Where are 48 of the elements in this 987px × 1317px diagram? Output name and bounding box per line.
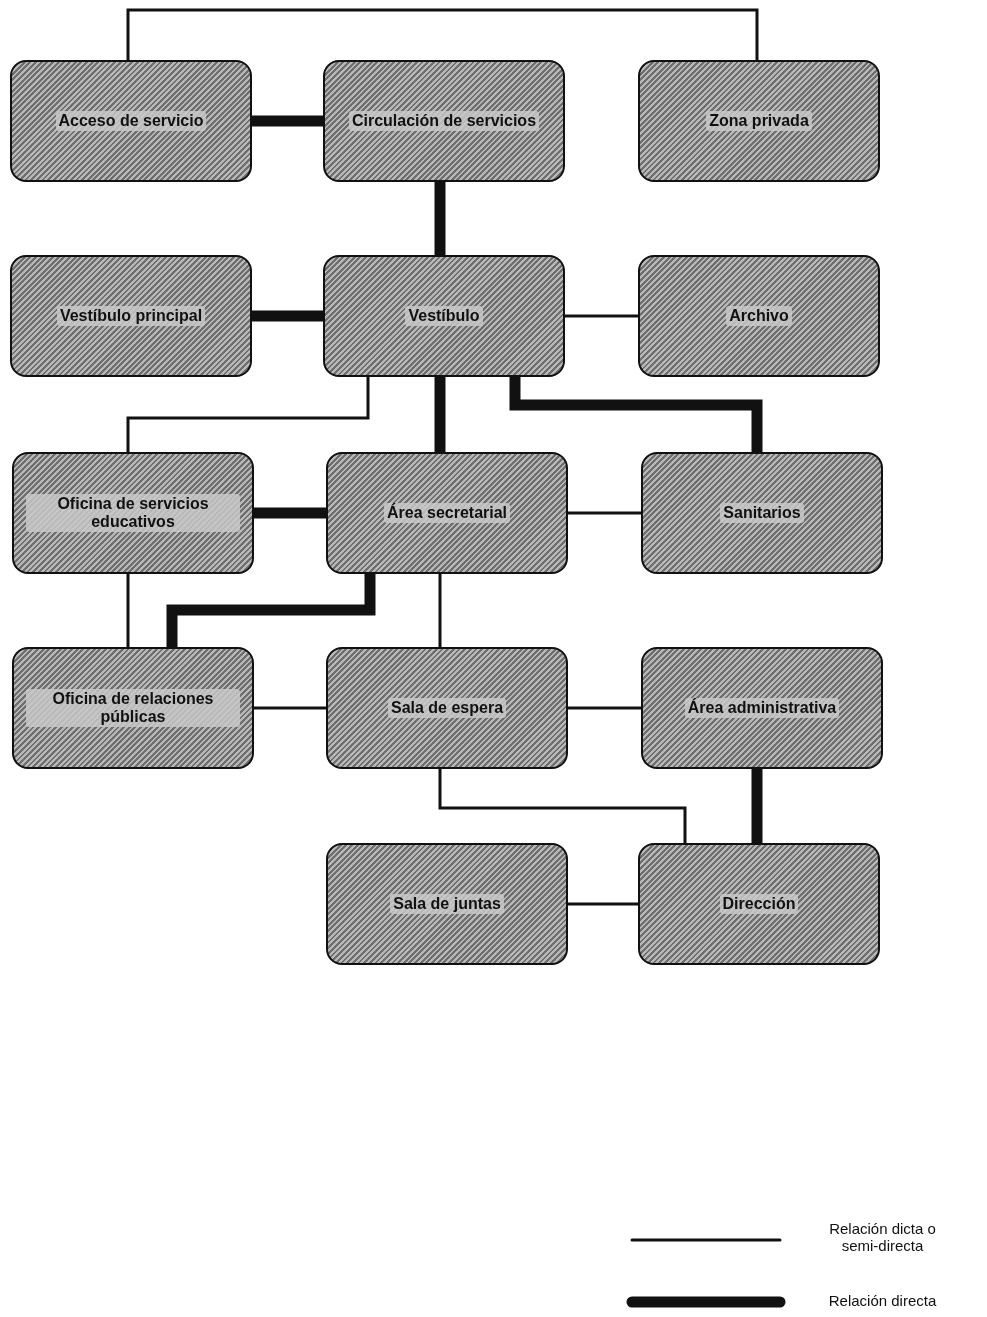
room-label: Vestíbulo principal	[56, 306, 206, 326]
room-box	[12, 647, 254, 769]
connector-line	[252, 115, 323, 127]
connector-line	[509, 377, 763, 452]
room-box	[323, 255, 565, 377]
room-label: Sala de espera	[387, 698, 507, 718]
connector-line	[166, 574, 376, 647]
room-box	[323, 60, 565, 182]
room-box	[638, 255, 880, 377]
room-label: Sala de juntas	[390, 894, 504, 914]
connector-line	[126, 8, 759, 60]
room-box	[326, 647, 568, 769]
room-label: Área administrativa	[684, 698, 840, 718]
connector-line	[751, 769, 763, 843]
room-label: Acceso de servicio	[55, 111, 207, 131]
connector-line	[565, 314, 638, 318]
room-label: Dirección	[719, 894, 799, 914]
room-box	[12, 452, 254, 574]
room-box	[641, 452, 883, 574]
connector-line	[252, 310, 323, 322]
room-label: Oficina de servicios educativos	[26, 494, 240, 532]
legend-text: Relación dicta o semi-directa	[828, 1220, 937, 1254]
legend-text: Relación directa	[827, 1292, 938, 1309]
connector-line	[126, 377, 370, 452]
room-label: Área secretarial	[383, 503, 511, 523]
room-label: Circulación de servicios	[348, 111, 540, 131]
room-label: Oficina de relaciones públicas	[26, 689, 240, 727]
connector-line	[568, 511, 641, 515]
room-box	[10, 255, 252, 377]
room-box	[326, 843, 568, 965]
room-box	[641, 647, 883, 769]
room-box	[10, 60, 252, 182]
connector-line	[254, 706, 326, 710]
connector-line	[434, 182, 446, 255]
connector-line	[254, 507, 326, 519]
connector-line	[434, 377, 446, 452]
room-label: Vestíbulo	[405, 306, 483, 326]
room-label: Archivo	[726, 306, 792, 326]
room-label: Zona privada	[706, 111, 812, 131]
room-box	[638, 60, 880, 182]
connector-line	[568, 902, 638, 906]
connector-line	[438, 574, 442, 647]
room-label: Sanitarios	[720, 503, 804, 523]
room-box	[638, 843, 880, 965]
connector-line	[568, 706, 641, 710]
connector-line	[126, 574, 130, 647]
room-box	[326, 452, 568, 574]
connector-line	[438, 769, 687, 843]
